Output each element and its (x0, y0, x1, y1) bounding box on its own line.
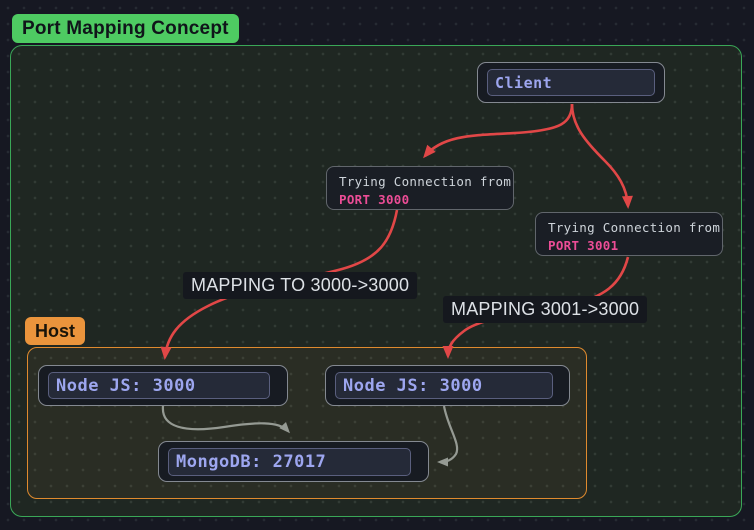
mapping-3000-text: MAPPING TO 3000->3000 (191, 275, 410, 295)
trying-connection-3001-text: Trying Connection from (548, 220, 721, 235)
nodejs-box-2[interactable]: Node JS: 3000 (325, 365, 570, 406)
nodejs-field-1[interactable]: Node JS: 3000 (48, 372, 270, 399)
mongodb-field[interactable]: MongoDB: 27017 (168, 447, 411, 476)
nodejs-label-2: Node JS: 3000 (343, 375, 483, 396)
nodejs-label-1: Node JS: 3000 (56, 375, 196, 396)
client-box[interactable]: Client (477, 62, 665, 103)
trying-connection-3000-text: Trying Connection from (339, 174, 512, 189)
mapping-3001-label[interactable]: MAPPING 3001->3000 (443, 296, 648, 323)
mongodb-box[interactable]: MongoDB: 27017 (158, 441, 429, 482)
mapping-3000-label[interactable]: MAPPING TO 3000->3000 (183, 272, 418, 299)
trying-connection-3000-box[interactable]: Trying Connection from PORT 3000 (326, 166, 514, 210)
nodejs-box-1[interactable]: Node JS: 3000 (38, 365, 288, 406)
client-label: Client (495, 73, 553, 92)
mapping-3001-text: MAPPING 3001->3000 (451, 299, 640, 319)
host-badge[interactable]: Host (25, 317, 85, 345)
diagram-title: Port Mapping Concept (22, 17, 229, 39)
host-label: Host (35, 320, 75, 341)
port-3001-label: PORT 3001 (548, 238, 619, 253)
client-field[interactable]: Client (487, 69, 655, 96)
nodejs-field-2[interactable]: Node JS: 3000 (335, 372, 553, 399)
trying-connection-3001-box[interactable]: Trying Connection from PORT 3001 (535, 212, 723, 256)
diagram-title-badge[interactable]: Port Mapping Concept (12, 14, 239, 43)
mongodb-label: MongoDB: 27017 (176, 451, 327, 472)
port-3000-label: PORT 3000 (339, 192, 410, 207)
